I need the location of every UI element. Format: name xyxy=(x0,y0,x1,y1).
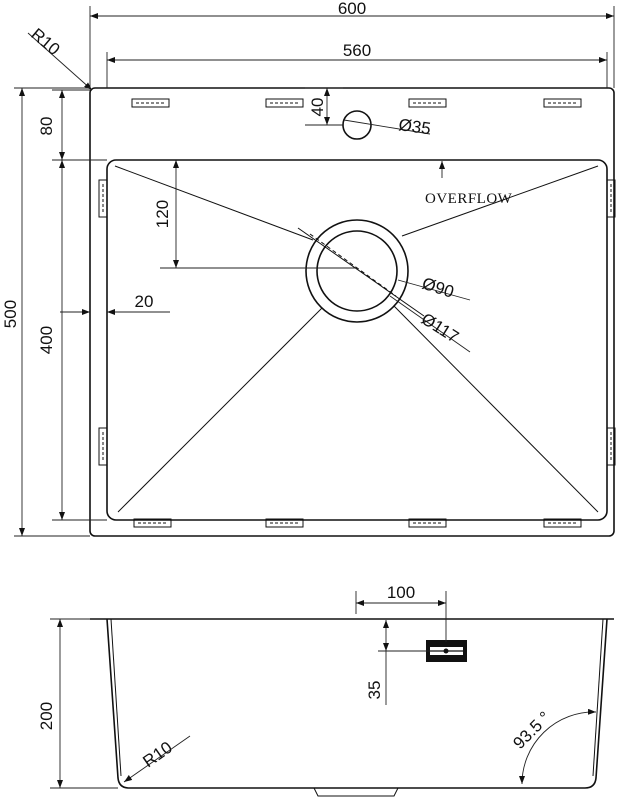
dim-drain-offset: 120 xyxy=(153,160,357,269)
top-view: 600 560 R10 500 400 xyxy=(1,0,616,537)
mounting-clips-top xyxy=(131,98,582,108)
side-overflow-fitting xyxy=(426,640,467,662)
dim-drain-diameters: Ø90 Ø117 xyxy=(389,274,471,353)
side-drain-stub xyxy=(313,787,399,797)
dim-wall-angle: 93.5 ° xyxy=(509,708,597,785)
dim-bowl-depth-label: 400 xyxy=(37,326,56,354)
dim-side-offset-label: 20 xyxy=(135,292,154,311)
dim-overflow-position-label: 100 xyxy=(387,583,415,602)
dim-tap-diameter: Ø35 xyxy=(343,115,432,138)
dim-bowl-height: 200 xyxy=(37,618,118,789)
dim-overflow-height-label: 35 xyxy=(365,681,384,700)
dim-bowl-depth: 400 xyxy=(37,159,107,521)
sink-bowl-outline xyxy=(106,159,608,521)
dim-side-offset: 20 xyxy=(60,292,170,315)
mounting-clips-bottom xyxy=(133,518,582,528)
bowl-slope-lines xyxy=(114,165,599,513)
overflow-indicator: OVERFLOW xyxy=(425,161,513,207)
dim-overall-depth-label: 500 xyxy=(1,300,20,328)
dim-overflow-height: 35 xyxy=(365,620,430,705)
dim-drain-inner-label: Ø90 xyxy=(420,274,456,302)
dim-inner-width-label: 560 xyxy=(343,41,371,60)
dim-wall-angle-label: 93.5 ° xyxy=(509,708,554,753)
dim-corner-radius-label: R10 xyxy=(27,25,63,60)
drain xyxy=(297,219,425,323)
dim-drain-offset-label: 120 xyxy=(153,200,172,228)
dim-overall-depth: 500 xyxy=(1,87,90,537)
dim-bottom-radius-label: R10 xyxy=(139,738,175,771)
dim-tap-offset-label: 40 xyxy=(308,98,327,117)
tap-hole xyxy=(342,110,372,140)
dim-corner-radius: R10 xyxy=(27,25,93,91)
mounting-clips-sides xyxy=(98,179,616,466)
dim-drain-outer-label: Ø117 xyxy=(418,309,462,346)
dim-bottom-radius: R10 xyxy=(123,735,191,783)
dim-edge-offset-label: 80 xyxy=(37,117,56,136)
dim-tap-diameter-label: Ø35 xyxy=(397,115,431,138)
dim-tap-offset: 40 xyxy=(305,87,343,126)
dim-overall-width-label: 600 xyxy=(338,0,366,18)
side-view: 100 35 200 R10 93.5 ° xyxy=(37,583,614,797)
dim-inner-width: 560 xyxy=(106,41,608,88)
dim-overflow-position: 100 xyxy=(355,583,447,642)
dim-edge-offset: 80 xyxy=(37,89,90,160)
dim-overall-width: 600 xyxy=(89,0,615,88)
side-bowl-profile xyxy=(106,618,608,789)
dim-bowl-height-label: 200 xyxy=(37,702,56,730)
overflow-label: OVERFLOW xyxy=(425,191,513,207)
